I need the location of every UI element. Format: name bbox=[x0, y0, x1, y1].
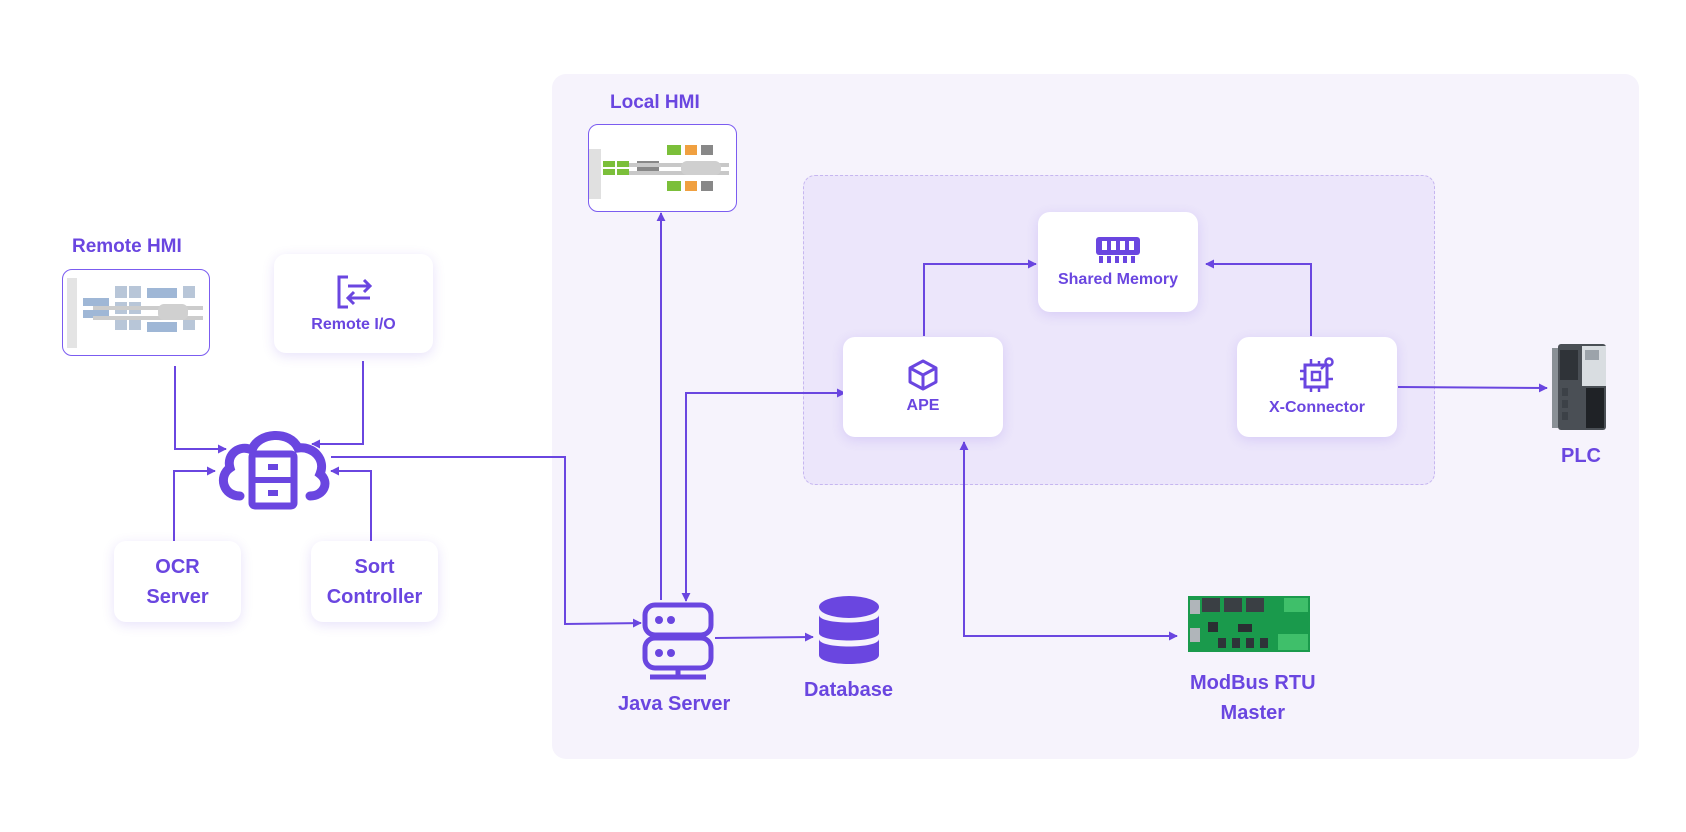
database-icon bbox=[819, 596, 879, 664]
ocr-server-card[interactable]: OCR Server bbox=[114, 541, 241, 622]
remote-hmi-screenshot[interactable] bbox=[62, 269, 210, 356]
ocr-server-label-1: OCR bbox=[155, 555, 200, 578]
edge-remote-hmi-cloud bbox=[174, 366, 227, 454]
hmi-thumbnail-icon bbox=[589, 145, 729, 199]
modbus-label-1: ModBus RTU bbox=[1190, 672, 1316, 694]
edge-java-database bbox=[714, 632, 814, 642]
sort-controller-label-2: Controller bbox=[326, 585, 423, 608]
modbus-board-icon bbox=[1188, 596, 1310, 652]
cloud-server-icon bbox=[218, 431, 330, 510]
x-connector-label: X-Connector bbox=[1269, 399, 1365, 416]
local-hmi-screenshot[interactable] bbox=[588, 124, 737, 212]
shared-memory-label: Shared Memory bbox=[1057, 271, 1179, 288]
remote-hmi-title: Remote HMI bbox=[72, 236, 182, 257]
edge-remote-io-cloud bbox=[311, 361, 364, 449]
cube-icon bbox=[908, 359, 938, 391]
edge-sort-cloud bbox=[330, 466, 372, 541]
ape-card[interactable]: APE bbox=[843, 337, 1003, 437]
edge-xconnector-shared-memory bbox=[1205, 259, 1312, 336]
ape-label: APE bbox=[906, 397, 940, 414]
sort-controller-label-1: Sort bbox=[354, 555, 395, 578]
local-hmi-title: Local HMI bbox=[610, 92, 700, 113]
edge-ape-java bbox=[681, 388, 846, 602]
plc-device-icon bbox=[1552, 344, 1606, 430]
server-icon bbox=[642, 602, 714, 680]
remote-io-label: Remote I/O bbox=[311, 315, 396, 333]
ocr-server-label-2: Server bbox=[146, 585, 209, 608]
plc-label: PLC bbox=[1561, 445, 1601, 467]
edge-modbus-ape bbox=[959, 441, 1178, 641]
hmi-thumbnail-icon bbox=[67, 278, 203, 348]
edge-ape-shared-memory bbox=[923, 259, 1037, 336]
remote-io-card[interactable]: Remote I/O bbox=[274, 254, 433, 353]
edge-cloud-java bbox=[331, 456, 642, 628]
edge-ocr-cloud bbox=[173, 466, 216, 541]
database-label: Database bbox=[804, 679, 893, 701]
modbus-label: ModBus RTU Master bbox=[1190, 668, 1316, 728]
shared-memory-card[interactable]: Shared Memory bbox=[1038, 212, 1198, 312]
swap-arrows-icon bbox=[337, 275, 372, 308]
modbus-label-2: Master bbox=[1220, 702, 1286, 724]
edge-xconnector-plc bbox=[1397, 383, 1548, 393]
sort-controller-card[interactable]: Sort Controller bbox=[311, 541, 438, 622]
x-connector-card[interactable]: X-Connector bbox=[1237, 337, 1397, 437]
java-server-label: Java Server bbox=[618, 693, 731, 715]
memory-chip-icon bbox=[1096, 237, 1140, 263]
cpu-chip-icon bbox=[1300, 357, 1334, 392]
